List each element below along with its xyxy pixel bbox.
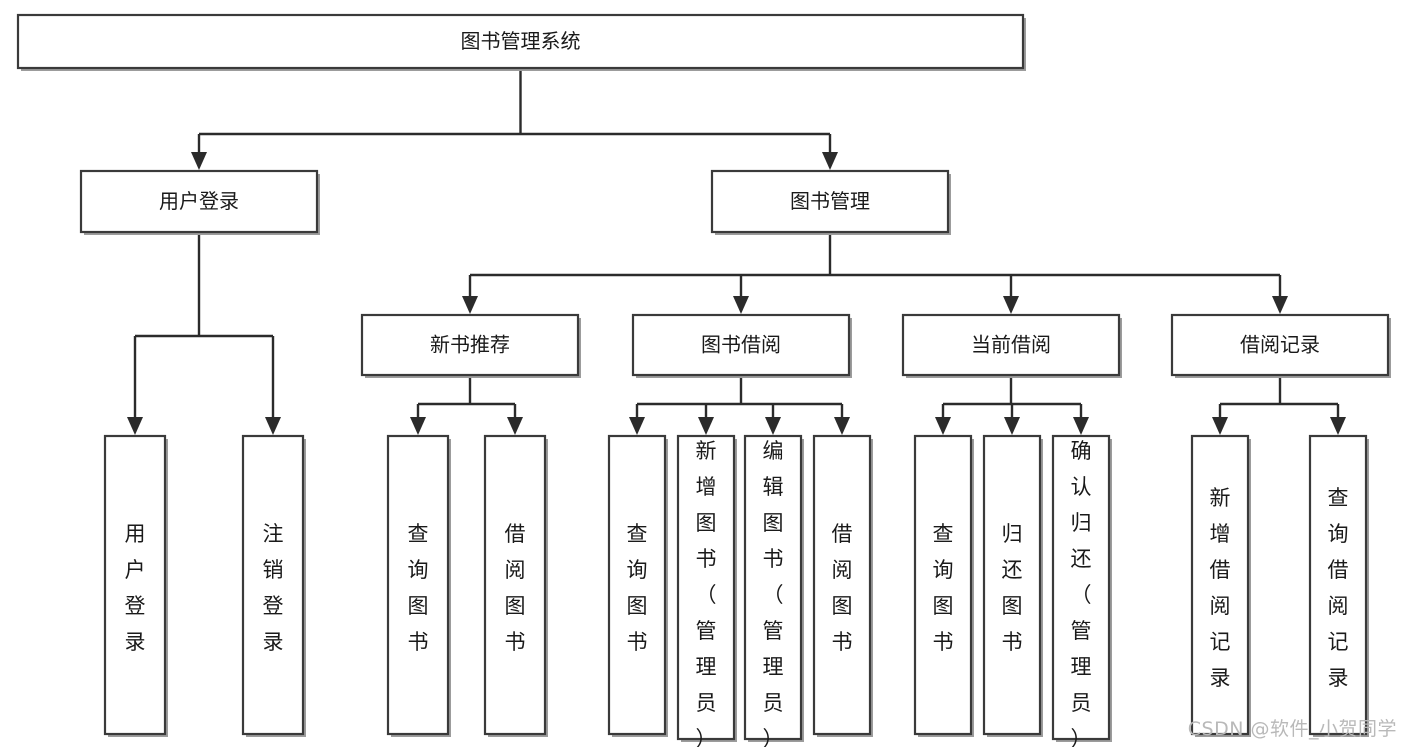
node-label: 新书推荐 — [430, 333, 510, 357]
node-leaf-borrow-book[interactable]: 借阅图书 — [812, 434, 873, 737]
node-label: 借阅记录 — [1240, 333, 1320, 357]
arrow-head-icon — [1004, 417, 1020, 435]
arrow-head-icon — [191, 152, 207, 170]
node-rect — [483, 434, 547, 736]
node-label: 图书管理系统 — [461, 29, 581, 53]
node-label: 图书管理 — [790, 189, 870, 213]
arrow-head-icon — [507, 417, 523, 435]
node-current-borrow[interactable]: 当前借阅 — [901, 313, 1122, 378]
node-label: 确认归还（管理员） — [1071, 439, 1092, 747]
node-leaf-edit-book[interactable]: 编辑图书（管理员） — [743, 434, 804, 747]
node-user-login[interactable]: 用户登录 — [79, 169, 320, 235]
node-rect — [607, 434, 667, 736]
node-leaf-borrow-book-recommend[interactable]: 借阅图书 — [483, 434, 548, 737]
node-leaf-confirm-return[interactable]: 确认归还（管理员） — [1051, 434, 1112, 747]
connector-layer — [127, 68, 1346, 435]
node-leaf-query-borrow-record[interactable]: 查询借阅记录 — [1308, 434, 1369, 737]
arrow-head-icon — [1212, 417, 1228, 435]
node-label: 图书借阅 — [701, 333, 781, 357]
arrow-head-icon — [765, 417, 781, 435]
node-label: 查询图书 — [933, 522, 954, 654]
node-leaf-query-book-borrow[interactable]: 查询图书 — [607, 434, 668, 737]
arrow-head-icon — [1272, 296, 1288, 314]
node-rect — [982, 434, 1042, 736]
arrow-head-icon — [1003, 296, 1019, 314]
arrow-head-icon — [698, 417, 714, 435]
node-rect — [901, 313, 1121, 377]
node-label: 编辑图书（管理员） — [763, 439, 784, 747]
node-borrow-record[interactable]: 借阅记录 — [1170, 313, 1391, 378]
node-rect — [241, 434, 305, 736]
node-rect — [631, 313, 851, 377]
node-label: 查询借阅记录 — [1328, 486, 1349, 690]
node-rect — [1051, 434, 1111, 741]
node-rect — [16, 13, 1025, 70]
node-root[interactable]: 图书管理系统 — [16, 13, 1026, 71]
node-leaf-add-borrow-record[interactable]: 新增借阅记录 — [1190, 434, 1251, 737]
node-rect — [710, 169, 950, 234]
node-rect — [360, 313, 580, 377]
node-label: 新增图书（管理员） — [696, 439, 717, 747]
node-leaf-user-login[interactable]: 用户登录 — [103, 434, 168, 737]
arrow-head-icon — [629, 417, 645, 435]
node-label: 查询图书 — [408, 522, 429, 654]
node-label: 借阅图书 — [505, 522, 526, 654]
node-leaf-add-book[interactable]: 新增图书（管理员） — [676, 434, 737, 747]
node-leaf-query-book-recommend[interactable]: 查询图书 — [386, 434, 451, 737]
node-book-manage[interactable]: 图书管理 — [710, 169, 951, 235]
node-label: 新增借阅记录 — [1210, 486, 1231, 690]
node-rect — [812, 434, 872, 736]
node-book-borrow[interactable]: 图书借阅 — [631, 313, 852, 378]
arrow-head-icon — [1073, 417, 1089, 435]
arrow-head-icon — [733, 296, 749, 314]
node-rect — [103, 434, 167, 736]
node-layer: 图书管理系统用户登录图书管理新书推荐图书借阅当前借阅借阅记录用户登录注销登录查询… — [16, 13, 1391, 747]
node-label: 注销登录 — [263, 522, 284, 654]
arrow-head-icon — [935, 417, 951, 435]
node-label: 用户登录 — [159, 189, 239, 213]
node-leaf-logout[interactable]: 注销登录 — [241, 434, 306, 737]
node-label: 用户登录 — [125, 522, 146, 654]
arrow-head-icon — [834, 417, 850, 435]
arrow-head-icon — [410, 417, 426, 435]
arrow-head-icon — [462, 296, 478, 314]
node-rect — [1190, 434, 1250, 736]
node-label: 查询图书 — [627, 522, 648, 654]
node-leaf-query-book-current[interactable]: 查询图书 — [913, 434, 974, 737]
node-rect — [676, 434, 736, 741]
arrow-head-icon — [127, 417, 143, 435]
node-rect — [913, 434, 973, 736]
node-rect — [743, 434, 803, 741]
node-new-book-recommend[interactable]: 新书推荐 — [360, 313, 581, 378]
node-label: 归还图书 — [1002, 522, 1023, 654]
arrow-head-icon — [1330, 417, 1346, 435]
node-leaf-return-book[interactable]: 归还图书 — [982, 434, 1043, 737]
node-label: 当前借阅 — [971, 333, 1051, 357]
node-label: 借阅图书 — [832, 522, 853, 654]
node-rect — [1170, 313, 1390, 377]
node-rect — [79, 169, 319, 234]
arrow-head-icon — [265, 417, 281, 435]
node-rect — [386, 434, 450, 736]
arrow-head-icon — [822, 152, 838, 170]
node-rect — [1308, 434, 1368, 736]
